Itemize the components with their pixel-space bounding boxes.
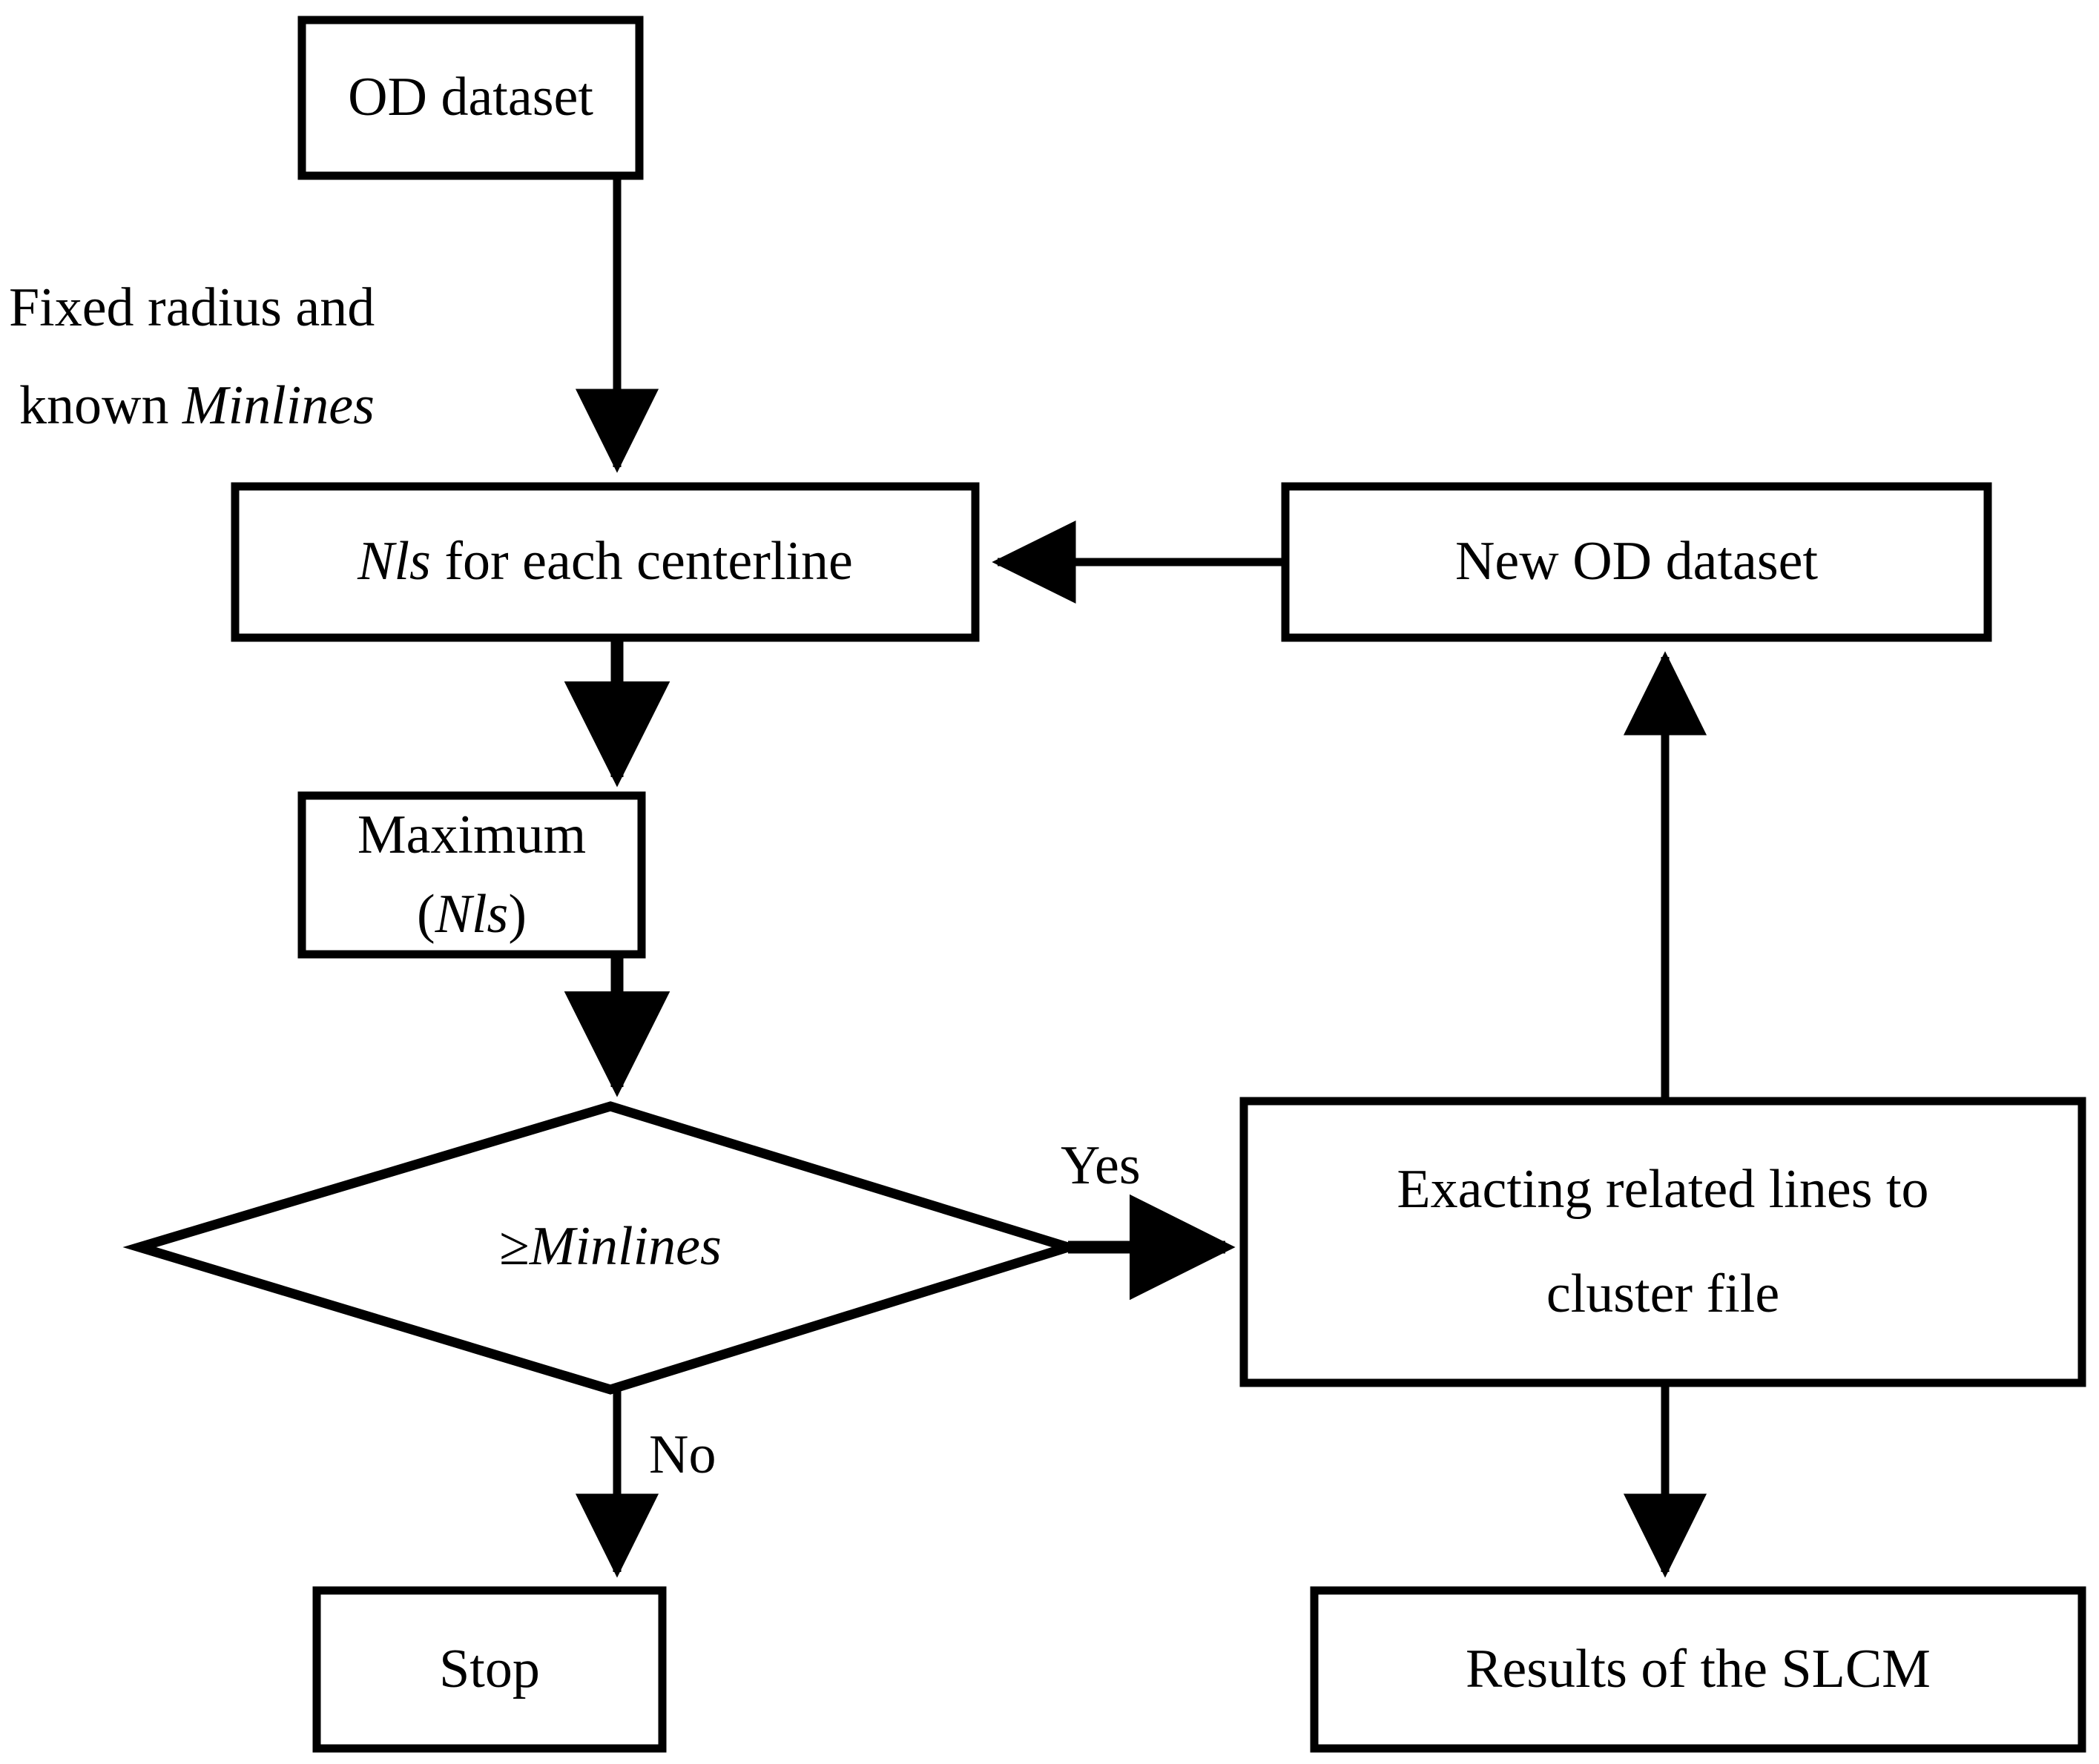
side-note-line1-text: Fixed radius and bbox=[9, 277, 375, 338]
side-note-line2: known Minlines bbox=[9, 357, 375, 455]
side-note-line1: Fixed radius and bbox=[9, 260, 375, 357]
node-od-dataset-shape[interactable] bbox=[297, 16, 644, 180]
node-results-slcm-shape[interactable] bbox=[1310, 1586, 2086, 1753]
node-stop-shape[interactable] bbox=[312, 1586, 667, 1753]
edge-label-yes: Yes bbox=[1061, 1138, 1141, 1193]
edge-label-no: No bbox=[649, 1427, 716, 1482]
node-maximum-nls-shape[interactable] bbox=[297, 791, 646, 959]
yes-text: Yes bbox=[1061, 1135, 1141, 1196]
no-text: No bbox=[649, 1424, 716, 1485]
node-new-od-dataset-shape[interactable] bbox=[1281, 482, 1992, 642]
node-minlines-check-shape[interactable] bbox=[122, 1101, 1084, 1395]
side-note-known-text: known bbox=[19, 374, 182, 436]
node-exacting-lines-shape[interactable] bbox=[1239, 1097, 2086, 1387]
side-note-parameters: Fixed radius and known Minlines bbox=[9, 260, 375, 455]
side-note-minlines-italic: Minlines bbox=[182, 374, 375, 436]
node-nls-centerline-shape[interactable] bbox=[231, 482, 980, 642]
